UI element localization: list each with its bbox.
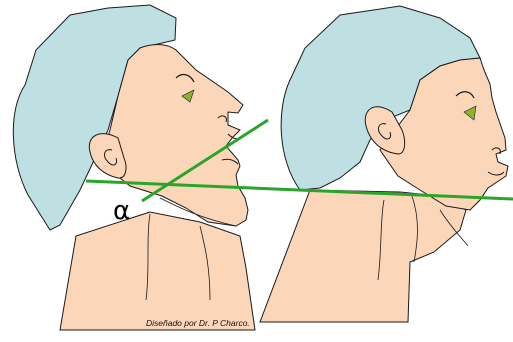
right-neck (260, 190, 466, 322)
right-head (260, 6, 508, 322)
left-head (13, 5, 255, 330)
author-credit: Diseñado por Dr. P Charco. (146, 318, 250, 328)
left-neck (60, 212, 255, 330)
angle-alpha-label: α (113, 196, 130, 226)
